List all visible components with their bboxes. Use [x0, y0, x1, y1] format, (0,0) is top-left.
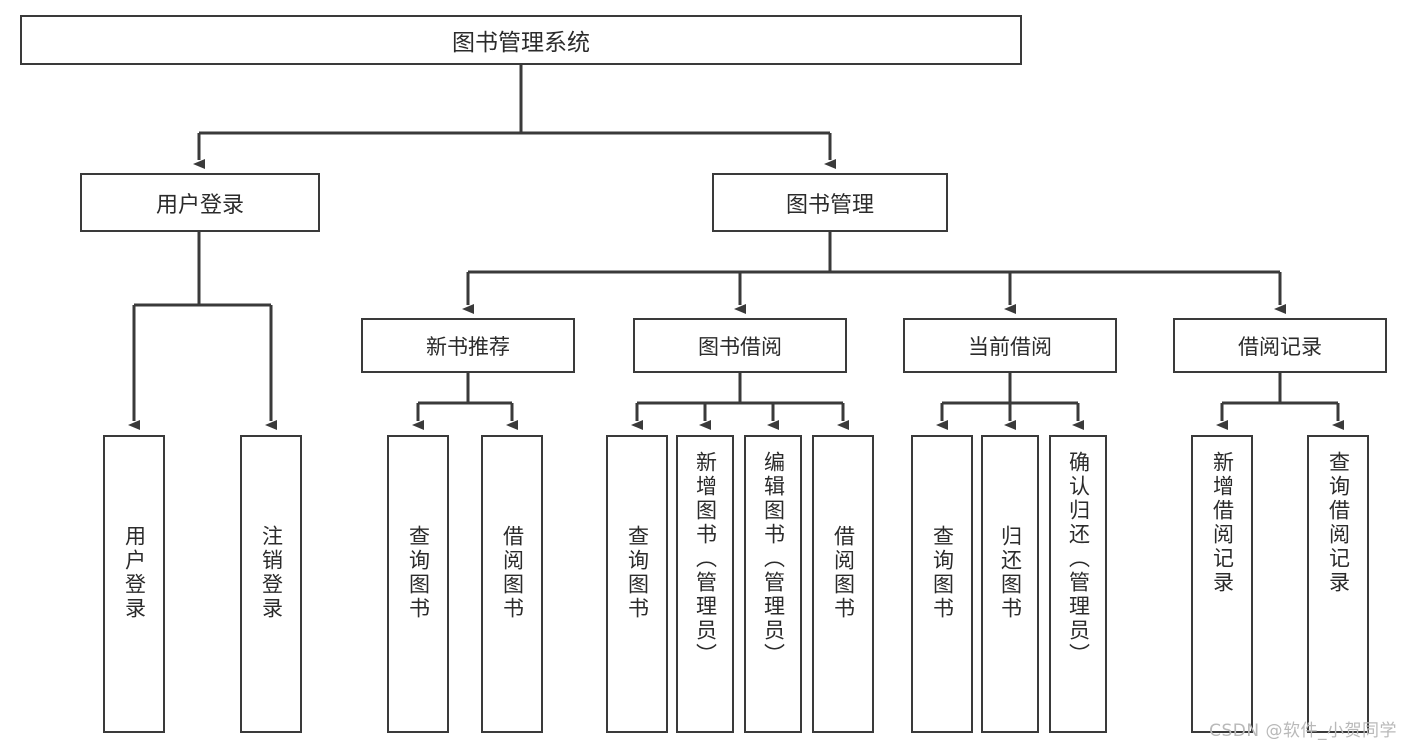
leaf-logout-label: 注销登录 — [259, 525, 284, 621]
leaf-query-book-2[interactable]: 查询图书 — [606, 435, 668, 733]
watermark: CSDN @软件_小贺同学 — [1209, 721, 1397, 741]
leaf-query-book-2-label: 查询图书 — [625, 525, 650, 621]
leaf-user-login[interactable]: 用户登录 — [103, 435, 165, 733]
node-new-book-recommend[interactable]: 新书推荐 — [361, 318, 575, 373]
node-root-label: 图书管理系统 — [452, 30, 590, 56]
leaf-add-book-admin[interactable]: 新增图书（管理员） — [676, 435, 734, 733]
node-book-borrow[interactable]: 图书借阅 — [633, 318, 847, 373]
leaf-borrow-book-1-label: 借阅图书 — [500, 525, 525, 621]
leaf-confirm-return-admin-label: 确认归还（管理员） — [1066, 451, 1091, 667]
leaf-query-borrow-record[interactable]: 查询借阅记录 — [1307, 435, 1369, 733]
leaf-edit-book-admin-label: 编辑图书（管理员） — [761, 451, 786, 667]
leaf-logout[interactable]: 注销登录 — [240, 435, 302, 733]
leaf-query-book-1[interactable]: 查询图书 — [387, 435, 449, 733]
leaf-return-book-label: 归还图书 — [998, 525, 1023, 621]
node-book-management-label: 图书管理 — [785, 192, 874, 218]
leaf-edit-book-admin[interactable]: 编辑图书（管理员） — [744, 435, 802, 733]
leaf-confirm-return-admin[interactable]: 确认归还（管理员） — [1049, 435, 1107, 733]
node-user-login-label: 用户登录 — [155, 192, 244, 218]
leaf-borrow-book-2-label: 借阅图书 — [831, 525, 856, 621]
node-book-management[interactable]: 图书管理 — [712, 173, 948, 232]
leaf-borrow-book-1[interactable]: 借阅图书 — [481, 435, 543, 733]
leaf-query-book-3-label: 查询图书 — [930, 525, 955, 621]
leaf-user-login-label: 用户登录 — [122, 525, 147, 621]
leaf-add-borrow-record-label: 新增借阅记录 — [1210, 451, 1235, 595]
node-user-login[interactable]: 用户登录 — [80, 173, 320, 232]
node-current-borrow[interactable]: 当前借阅 — [903, 318, 1117, 373]
leaf-query-borrow-record-label: 查询借阅记录 — [1326, 451, 1351, 595]
leaf-return-book[interactable]: 归还图书 — [981, 435, 1039, 733]
leaf-borrow-book-2[interactable]: 借阅图书 — [812, 435, 874, 733]
node-current-borrow-label: 当前借阅 — [968, 334, 1052, 359]
leaf-add-borrow-record[interactable]: 新增借阅记录 — [1191, 435, 1253, 733]
node-book-borrow-label: 图书借阅 — [698, 334, 782, 359]
node-new-book-recommend-label: 新书推荐 — [426, 334, 510, 359]
node-borrow-record[interactable]: 借阅记录 — [1173, 318, 1387, 373]
node-root[interactable]: 图书管理系统 — [20, 15, 1022, 65]
leaf-add-book-admin-label: 新增图书（管理员） — [693, 451, 718, 667]
leaf-query-book-3[interactable]: 查询图书 — [911, 435, 973, 733]
leaf-query-book-1-label: 查询图书 — [406, 525, 431, 621]
node-borrow-record-label: 借阅记录 — [1238, 334, 1322, 359]
